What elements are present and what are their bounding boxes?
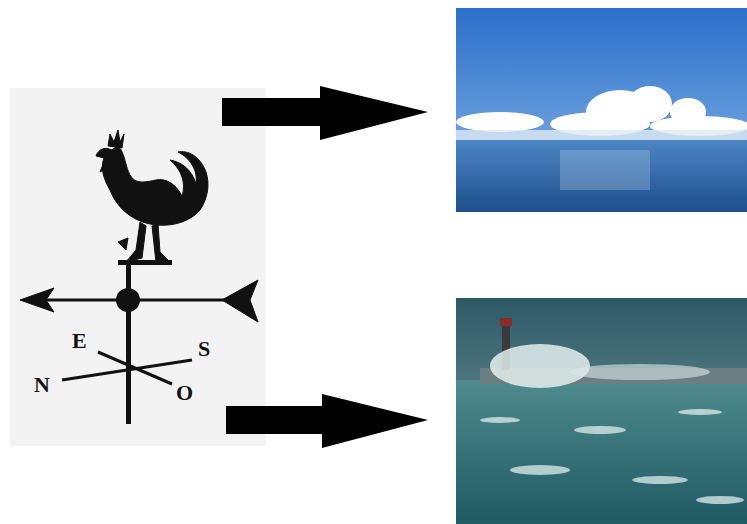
compass-letter: E (72, 330, 87, 352)
weathervane (20, 130, 258, 424)
arrow (222, 86, 428, 140)
arrow (226, 394, 428, 448)
compass-letter: S (198, 338, 210, 360)
compass-letter: O (176, 382, 193, 404)
compass-letter: N (34, 374, 50, 396)
vane-ground (10, 88, 266, 446)
calm-sea-photo (456, 8, 747, 212)
stormy-sea-photo (456, 298, 747, 524)
